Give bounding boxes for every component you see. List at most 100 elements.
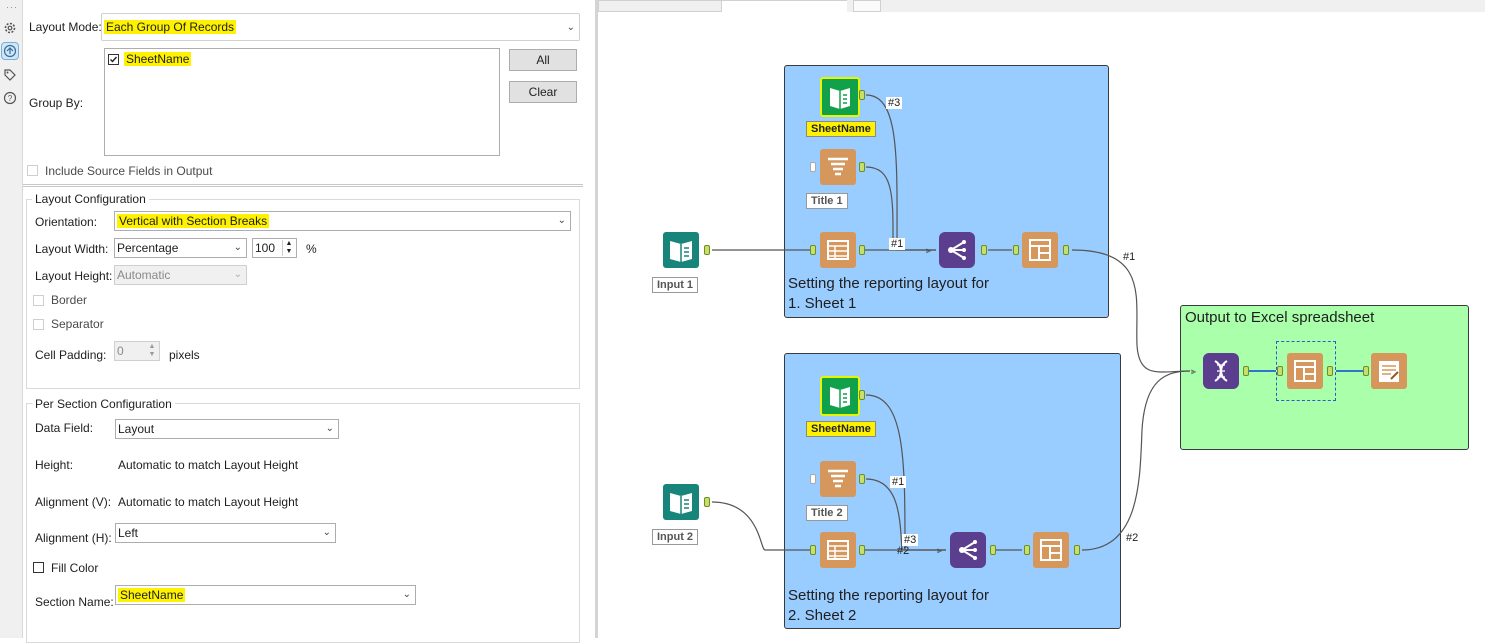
- output-anchor[interactable]: [859, 545, 865, 555]
- section-name-value: SheetName: [118, 588, 186, 602]
- layout-height-value: Automatic: [117, 268, 171, 282]
- cell-padding-value: 0: [117, 344, 124, 358]
- container2-title-line2: 2. Sheet 2: [788, 607, 857, 624]
- output-anchor[interactable]: [859, 162, 865, 172]
- alignment-h-label: Alignment (H):: [35, 531, 112, 545]
- canvas-tab[interactable]: [598, 0, 722, 12]
- tag-icon[interactable]: [2, 67, 18, 83]
- include-source-checkbox[interactable]: [27, 165, 38, 176]
- chevron-down-icon: ⌄: [322, 527, 331, 538]
- section-height-value: Automatic to match Layout Height: [118, 458, 299, 472]
- input-anchor[interactable]: [1277, 366, 1283, 376]
- layout-tool-1[interactable]: [1022, 232, 1058, 268]
- output-anchor[interactable]: [704, 245, 710, 255]
- output-anchor[interactable]: [981, 245, 987, 255]
- fill-color-label: Fill Color: [51, 561, 99, 575]
- canvas-tab-active[interactable]: [722, 0, 847, 12]
- alignment-h-value: Left: [118, 526, 139, 540]
- panel-splitter[interactable]: [595, 0, 598, 638]
- chevron-down-icon: ⌄: [566, 22, 575, 33]
- input-label-1[interactable]: Input 1: [652, 277, 699, 293]
- border-label: Border: [51, 293, 88, 307]
- layout-tool-output[interactable]: [1287, 353, 1323, 389]
- container3-title: Output to Excel spreadsheet: [1185, 309, 1375, 326]
- output-anchor[interactable]: [990, 545, 996, 555]
- join-multiple-tool[interactable]: [1203, 353, 1239, 389]
- layout-tool-2[interactable]: [1033, 532, 1069, 568]
- input-label-2[interactable]: Input 2: [652, 529, 699, 545]
- include-source-label: Include Source Fields in Output: [45, 164, 213, 178]
- data-field-value: Layout: [118, 422, 155, 436]
- table-tool-2[interactable]: [820, 532, 856, 568]
- all-button[interactable]: All: [509, 49, 577, 71]
- alignment-v-value: Automatic to match Layout Height: [118, 495, 299, 509]
- multi-input-icon: ⫸: [926, 245, 932, 255]
- fill-color-checkbox[interactable]: [33, 562, 44, 573]
- output-anchor[interactable]: [859, 390, 865, 400]
- input-anchor[interactable]: [1013, 245, 1019, 255]
- layout-width-value: Percentage: [117, 241, 179, 255]
- union-tool-2[interactable]: [950, 532, 986, 568]
- clear-button[interactable]: Clear: [509, 81, 577, 103]
- config-side-strip: ··· ?: [0, 0, 23, 638]
- input-anchor[interactable]: [810, 245, 816, 255]
- alignment-h-select[interactable]: Left ⌄: [115, 523, 336, 543]
- separator-checkbox[interactable]: [33, 319, 44, 330]
- border-checkbox[interactable]: [33, 295, 44, 306]
- selected-tool-outline: [1276, 341, 1336, 401]
- report-text-tool-2[interactable]: [820, 461, 856, 497]
- input-tool-1[interactable]: [663, 232, 699, 268]
- layout-mode-select[interactable]: Each Group Of Records ⌄: [101, 13, 580, 41]
- gear-icon[interactable]: [2, 20, 18, 36]
- output-anchor[interactable]: [704, 497, 710, 507]
- field-info-tool-1[interactable]: [820, 77, 860, 117]
- output-anchor[interactable]: [859, 245, 865, 255]
- input-tool-2[interactable]: [663, 484, 699, 520]
- chevron-down-icon: ⌄: [325, 423, 334, 434]
- layout-width-spinner[interactable]: 100 ▲▼: [252, 238, 297, 258]
- output-anchor[interactable]: [1327, 366, 1333, 376]
- conn-field1-to-union: [865, 94, 936, 251]
- union-tool-1[interactable]: [939, 232, 975, 268]
- spinner-arrows-icon[interactable]: ▲▼: [282, 240, 295, 256]
- group-by-list[interactable]: SheetName: [104, 48, 500, 156]
- canvas-tab-strip: [598, 0, 1485, 12]
- conn-field2-to-union: [865, 394, 946, 551]
- input-anchor[interactable]: [1024, 545, 1030, 555]
- output-anchor[interactable]: [859, 474, 865, 484]
- table-tool-1[interactable]: [820, 232, 856, 268]
- group-by-field-label: SheetName: [124, 52, 192, 66]
- list-item[interactable]: SheetName: [108, 52, 192, 66]
- field-info-tool-2[interactable]: [820, 376, 860, 416]
- container-sheet1[interactable]: [784, 65, 1109, 318]
- layout-width-label: Layout Width:: [35, 242, 109, 256]
- report-text-tool-1[interactable]: [820, 149, 856, 185]
- input-anchor[interactable]: [810, 162, 816, 172]
- field-info-label-2[interactable]: SheetName: [806, 421, 876, 437]
- data-field-select[interactable]: Layout ⌄: [115, 419, 339, 439]
- configuration-icon[interactable]: [1, 42, 19, 60]
- title-tool-label-2[interactable]: Title 2: [806, 505, 848, 521]
- help-icon[interactable]: ?: [2, 90, 18, 106]
- connection-label: #3: [886, 97, 903, 109]
- connection-label: #2: [897, 545, 910, 557]
- render-tool[interactable]: [1371, 353, 1407, 389]
- canvas-tab[interactable]: [853, 0, 881, 12]
- input-anchor[interactable]: [810, 474, 816, 484]
- field-info-label-1[interactable]: SheetName: [806, 121, 876, 137]
- output-anchor[interactable]: [859, 90, 865, 100]
- title-tool-label-1[interactable]: Title 1: [806, 193, 848, 209]
- layout-width-select[interactable]: Percentage ⌄: [114, 238, 247, 258]
- connection-label: #1: [1123, 251, 1136, 263]
- orientation-label: Orientation:: [35, 215, 98, 229]
- checkbox-checked[interactable]: [108, 53, 119, 65]
- output-anchor[interactable]: [1063, 245, 1069, 255]
- orientation-select[interactable]: Vertical with Section Breaks ⌄: [114, 211, 571, 231]
- layout-mode-value: Each Group Of Records: [104, 20, 237, 34]
- output-anchor[interactable]: [1074, 545, 1080, 555]
- output-anchor[interactable]: [1243, 366, 1249, 376]
- input-anchor[interactable]: [810, 545, 816, 555]
- section-name-select[interactable]: SheetName ⌄: [115, 585, 416, 605]
- input-anchor[interactable]: [1363, 366, 1369, 376]
- cell-padding-spinner: 0 ▲▼: [114, 341, 160, 361]
